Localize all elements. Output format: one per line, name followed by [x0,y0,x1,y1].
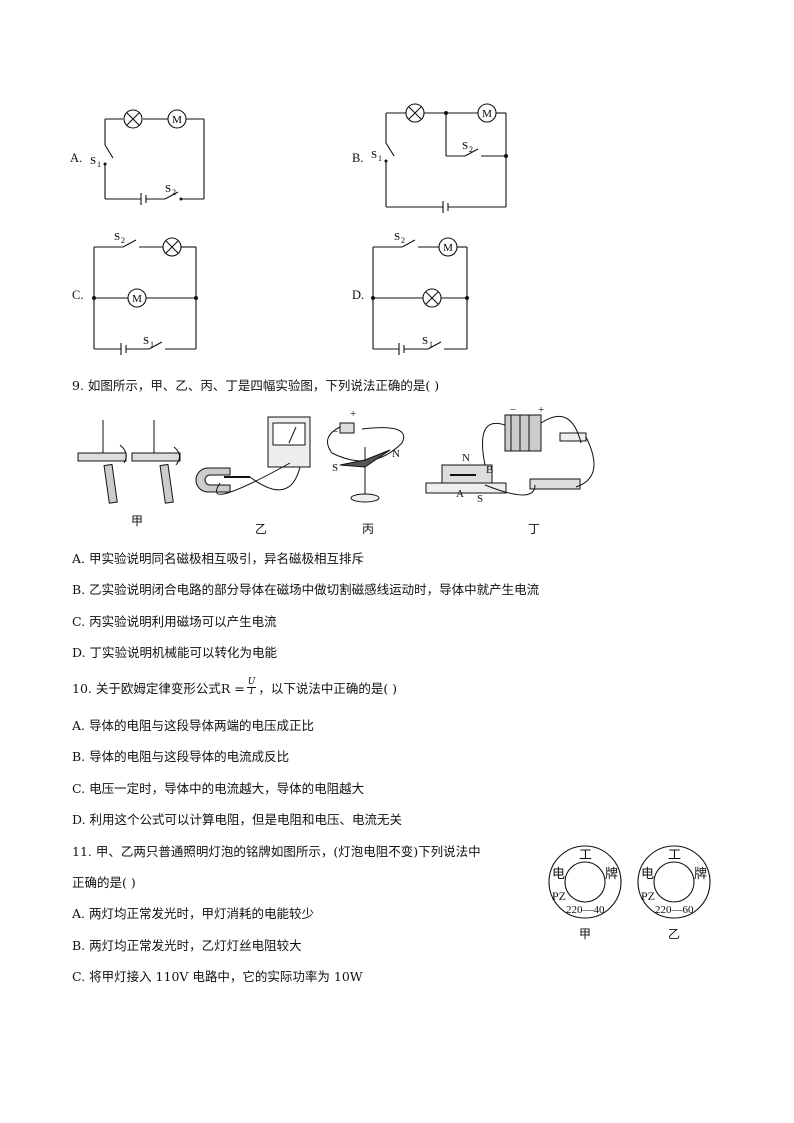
plate-yi-top: 工 [668,847,681,862]
ohm-formula-fraction: U I [246,677,257,697]
svg-text:1: 1 [429,340,433,349]
plate-jia-pz: PZ [552,889,566,903]
q11-option-b: B. 两灯均正常发光时，乙灯灯丝电阻较大 [72,938,302,953]
q9-experiment-figures: + − S N N B A S − + 甲 乙 丙 丁 [77,405,595,536]
lamp-nameplates: 工 电 牌 PZ 220—40 甲 工 电 牌 PZ 220—60 乙 [548,845,711,941]
svg-text:S: S [143,335,149,347]
figure-ding [425,414,595,496]
q11-option-a: A. 两灯均正常发光时，甲灯消耗的电能较少 [72,906,314,921]
rail-a-label: A [456,488,464,500]
q10-option-c: C. 电压一定时，导体中的电流越大，导体的电阻越大 [72,781,365,796]
svg-text:2: 2 [469,145,473,154]
label-ding: 丁 [528,522,540,536]
q10-stem-suffix: ，以下说法中正确的是( ) [258,681,398,696]
plate-yi-rating: 220—60 [655,904,694,916]
svg-text:M: M [132,293,142,305]
svg-text:2: 2 [401,236,405,245]
q9-option-d: D. 丁实验说明机械能可以转化为电能 [72,645,278,660]
label-jia: 甲 [131,514,143,528]
option-d-letter: D. [352,288,365,302]
minus-sign: − [332,426,338,438]
plate-jia-right: 牌 [605,866,618,881]
battery-minus: − [510,405,516,416]
svg-text:M: M [443,242,453,254]
magnet-n-label: N [462,452,470,464]
svg-text:2: 2 [121,236,125,245]
compass-n-label: N [392,448,400,460]
q10-option-a: A. 导体的电阻与这段导体两端的电压成正比 [72,718,314,733]
fraction-denominator: I [249,687,254,697]
plate-jia-top: 工 [579,847,592,862]
plate-yi-right: 牌 [694,866,707,881]
motor-label: M [172,114,182,126]
plate-yi-label: 乙 [668,927,680,941]
svg-text:S: S [462,140,468,152]
svg-text:S: S [371,149,377,161]
plate-jia-label: 甲 [579,927,591,941]
label-yi: 乙 [255,522,267,536]
fraction-numerator: U [246,677,257,688]
q9-stem: 9. 如图所示，甲、乙、丙、丁是四幅实验图，下列说法正确的是( ) [72,378,440,393]
label-bing: 丙 [362,522,374,536]
switch-s1-label: S [90,155,96,167]
figure-jia [77,420,181,504]
q9-option-b: B. 乙实验说明闭合电路的部分导体在磁场中做切割磁感线运动时，导体中就产生电流 [72,582,540,597]
battery-plus: + [538,405,544,416]
plate-yi-left: 电 [641,866,654,881]
q10-stem: 10. 关于欧姆定律变形公式R = U I ，以下说法中正确的是( ) [72,678,397,697]
plate-yi-pz: PZ [641,889,655,903]
option-b-letter: B. [352,151,364,165]
q10-option-d: D. 利用这个公式可以计算电阻，但是电阻和电压、电流无关 [72,812,403,827]
q10-option-b: B. 导体的电阻与这段导体的电流成反比 [72,749,290,764]
option-a-letter: A. [70,151,83,165]
q9-option-a: A. 甲实验说明同名磁极相互吸引，异名磁极相互排斥 [72,551,364,566]
compass-s-label: S [332,462,338,474]
svg-text:2: 2 [172,188,176,197]
switch-s2-label: S [165,183,171,195]
figure-yi [195,416,311,495]
option-c-letter: C. [72,288,84,302]
svg-text:1: 1 [378,154,382,163]
plate-jia-left: 电 [552,866,565,881]
q11-stem-line1: 11. 甲、乙两只普通照明灯泡的铭牌如图所示，(灯泡电阻不变)下列说法中 [72,844,481,859]
q10-stem-prefix: 10. 关于欧姆定律变形公式R = [72,681,245,696]
svg-text:1: 1 [150,340,154,349]
rail-b-label: B [486,464,493,476]
svg-text:S: S [114,231,120,243]
figure-bing [327,422,405,503]
plate-jia-rating: 220—40 [566,904,605,916]
svg-text:S: S [422,335,428,347]
q9-option-c: C. 丙实验说明利用磁场可以产生电流 [72,614,277,629]
q11-stem-line2: 正确的是( ) [72,875,136,890]
q11-option-c: C. 将甲灯接入 110V 电路中，它的实际功率为 10W [72,969,363,984]
magnet-s-label: S [477,493,483,505]
svg-text:1: 1 [97,160,101,169]
plus-sign: + [350,408,356,420]
svg-text:S: S [394,231,400,243]
svg-text:M: M [482,108,492,120]
